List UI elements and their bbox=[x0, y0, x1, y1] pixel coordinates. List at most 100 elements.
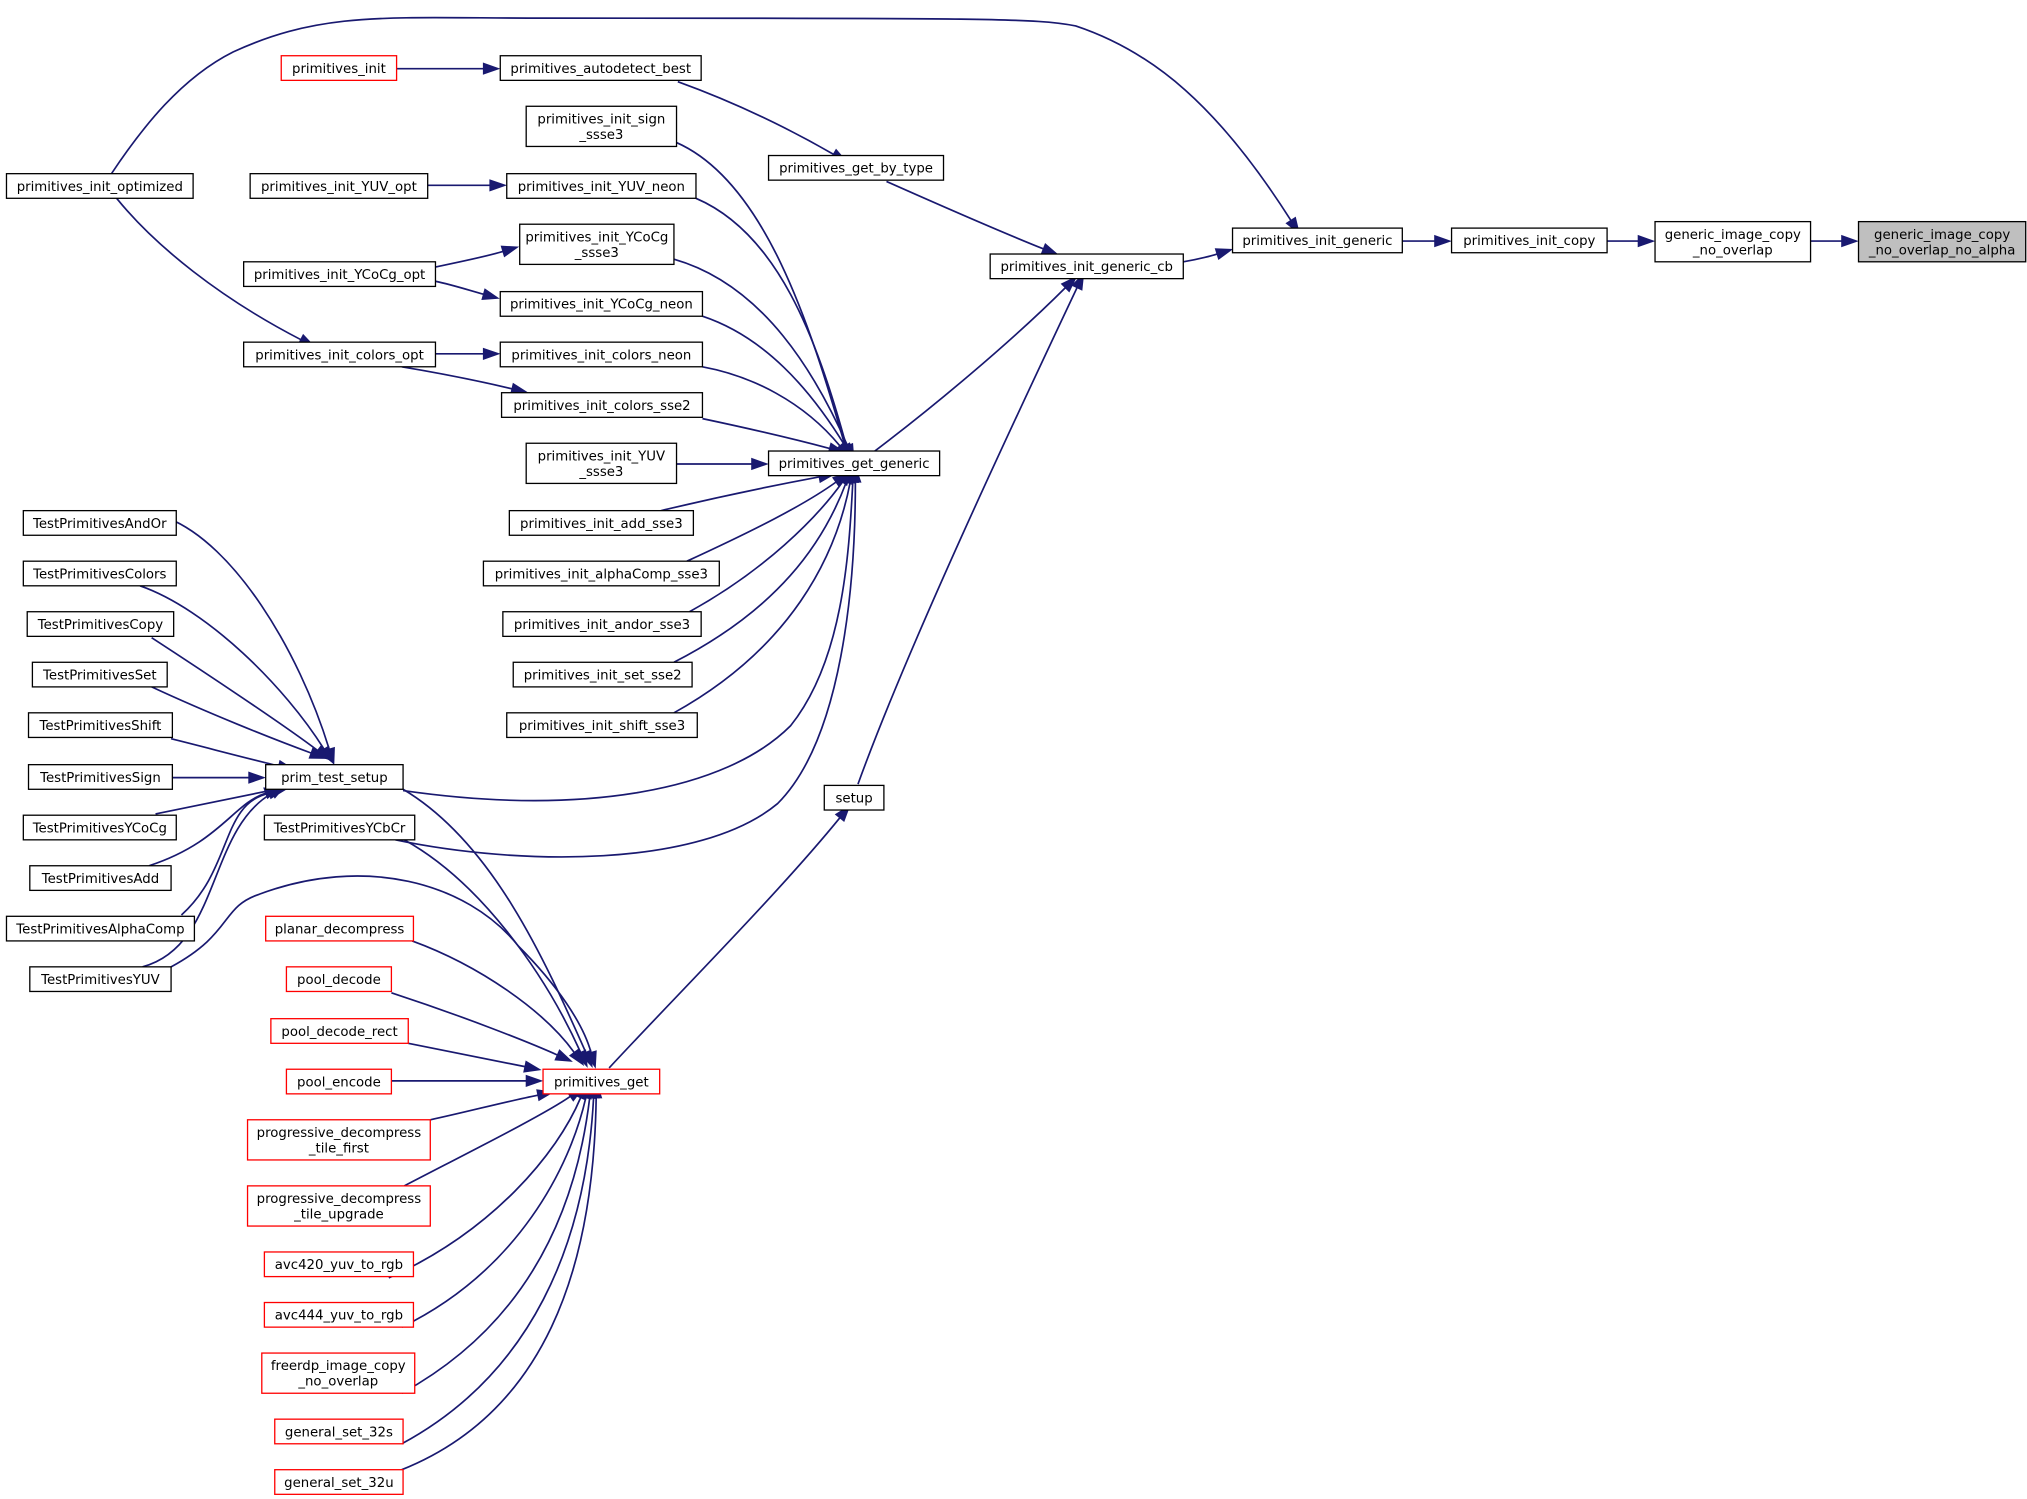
edge-pgg-to-pigcb bbox=[874, 275, 1078, 452]
node-focus[interactable]: generic_image_copy_no_overlap_no_alpha bbox=[1857, 220, 2027, 263]
node-box bbox=[499, 341, 704, 368]
edge-pigcb-to-pig bbox=[1183, 248, 1234, 263]
node-tpandor[interactable]: TestPrimitivesAndOr bbox=[22, 509, 177, 536]
node-progupg[interactable]: progressive_decompress_tile_upgrade bbox=[246, 1185, 431, 1227]
node-label: primitives_get_generic bbox=[779, 457, 930, 472]
node-piyuvopt[interactable]: primitives_init_YUV_opt bbox=[249, 173, 429, 199]
edge-picolorsopt-to-picolorssse2 bbox=[401, 365, 529, 395]
node-picolorsneon[interactable]: primitives_init_colors_neon bbox=[499, 341, 704, 368]
node-avc420[interactable]: avc420_yuv_to_rgb bbox=[263, 1251, 415, 1278]
edge-pishift-to-pgg bbox=[673, 465, 857, 714]
node-piandor[interactable]: primitives_init_andor_sse3 bbox=[502, 611, 702, 638]
node-box bbox=[1231, 227, 1403, 254]
node-label: TestPrimitivesAndOr bbox=[32, 517, 167, 532]
node-label: primitives_init_alphaComp_sse3 bbox=[495, 567, 708, 582]
node-label: general_set_32u bbox=[284, 1476, 394, 1491]
node-tpycbcr[interactable]: TestPrimitivesYCbCr bbox=[263, 814, 416, 841]
node-box bbox=[285, 1068, 393, 1095]
edge-pooldec-to-pget bbox=[391, 991, 573, 1062]
node-pooldecrect[interactable]: pool_decode_rect bbox=[270, 1018, 409, 1044]
node-box bbox=[482, 560, 720, 587]
node-label: planar_decompress bbox=[275, 922, 405, 937]
node-box bbox=[519, 223, 675, 266]
node-pooldec[interactable]: pool_decode bbox=[285, 966, 393, 993]
edge-piyuvopt-to-piyuvneon bbox=[427, 179, 508, 192]
node-gicno[interactable]: generic_image_copy_no_overlap bbox=[1654, 220, 1812, 263]
edge-pgbt-to-pigcb bbox=[886, 180, 1060, 256]
node-pts[interactable]: prim_test_setup bbox=[265, 764, 404, 790]
node-tpcolors[interactable]: TestPrimitivesColors bbox=[22, 560, 177, 587]
node-box bbox=[22, 814, 177, 841]
node-progfirst[interactable]: progressive_decompress_tile_first bbox=[246, 1119, 431, 1161]
node-box bbox=[989, 253, 1184, 280]
node-tpalpha[interactable]: TestPrimitivesAlphaComp bbox=[5, 915, 196, 942]
node-tpshift[interactable]: TestPrimitivesShift bbox=[27, 712, 174, 739]
node-piyuvneon[interactable]: primitives_init_YUV_neon bbox=[506, 173, 697, 199]
node-piyuvssse3[interactable]: primitives_init_YUV_ssse3 bbox=[525, 442, 678, 485]
node-piycocgssse3[interactable]: primitives_init_YCoCg_ssse3 bbox=[519, 223, 675, 266]
node-label: primitives_get bbox=[554, 1075, 649, 1090]
node-box bbox=[280, 55, 398, 82]
edge-planar-to-pget bbox=[411, 940, 585, 1067]
node-label: primitives_init bbox=[292, 62, 386, 77]
node-pishift[interactable]: primitives_init_shift_sse3 bbox=[506, 712, 698, 739]
node-tpcopy[interactable]: TestPrimitivesCopy bbox=[26, 611, 175, 638]
node-box bbox=[506, 712, 698, 739]
edges-layer bbox=[110, 16, 1859, 1471]
node-pialpha[interactable]: primitives_init_alphaComp_sse3 bbox=[482, 560, 720, 587]
node-box bbox=[1857, 220, 2027, 263]
node-label: TestPrimitivesYCoCg bbox=[32, 821, 167, 836]
arrowhead bbox=[525, 1074, 544, 1088]
arrowhead bbox=[482, 62, 501, 75]
node-piycocgneon[interactable]: primitives_init_YCoCg_neon bbox=[499, 290, 704, 317]
node-pig[interactable]: primitives_init_generic bbox=[1231, 227, 1403, 254]
node-box bbox=[5, 915, 196, 942]
node-tpyuv[interactable]: TestPrimitivesYUV bbox=[29, 966, 172, 993]
node-pget[interactable]: primitives_get bbox=[542, 1068, 661, 1095]
node-avc444[interactable]: avc444_yuv_to_rgb bbox=[263, 1301, 415, 1328]
node-freerdp[interactable]: freerdp_image_copy_no_overlap bbox=[261, 1352, 416, 1394]
arrowhead bbox=[523, 1060, 542, 1073]
node-box bbox=[22, 509, 177, 536]
node-piset[interactable]: primitives_init_set_sse2 bbox=[512, 661, 693, 688]
node-pigcb[interactable]: primitives_init_generic_cb bbox=[989, 253, 1184, 280]
node-poolenc[interactable]: pool_encode bbox=[285, 1068, 393, 1095]
node-pic[interactable]: primitives_init_copy bbox=[1450, 227, 1608, 254]
node-tpadd[interactable]: TestPrimitivesAdd bbox=[29, 865, 172, 892]
node-box bbox=[22, 560, 177, 587]
node-pi[interactable]: primitives_init bbox=[280, 55, 398, 82]
node-pisign[interactable]: primitives_init_sign_ssse3 bbox=[525, 105, 678, 148]
node-planar[interactable]: planar_decompress bbox=[265, 915, 415, 942]
node-pab[interactable]: primitives_autodetect_best bbox=[499, 55, 702, 82]
node-tpset[interactable]: TestPrimitivesSet bbox=[31, 661, 168, 688]
node-box bbox=[506, 173, 697, 199]
edge-pooldecrect-to-pget bbox=[408, 1042, 542, 1073]
node-gs32s[interactable]: general_set_32s bbox=[274, 1418, 404, 1445]
node-setup[interactable]: setup bbox=[823, 784, 885, 811]
edge-pts-to-pget bbox=[402, 788, 593, 1068]
edge-pi-to-pab bbox=[396, 62, 501, 75]
node-tpsign[interactable]: TestPrimitivesSign bbox=[27, 764, 174, 790]
node-picolorssse2[interactable]: primitives_init_colors_sse2 bbox=[500, 392, 704, 418]
node-pgbt[interactable]: primitives_get_by_type bbox=[767, 154, 945, 181]
node-label: primitives_init_copy bbox=[1463, 234, 1595, 249]
node-label: _no_overlap bbox=[1692, 243, 1773, 258]
node-picolorsopt[interactable]: primitives_init_colors_opt bbox=[243, 341, 437, 368]
node-tpycocg[interactable]: TestPrimitivesYCoCg bbox=[22, 814, 177, 841]
edge-pio-to-pig bbox=[110, 16, 1301, 235]
node-piadd[interactable]: primitives_init_add_sse3 bbox=[508, 509, 695, 536]
node-piycocgopt[interactable]: primitives_init_YCoCg_opt bbox=[243, 261, 437, 288]
arrowhead bbox=[1841, 234, 1859, 248]
node-pgg[interactable]: primitives_get_generic bbox=[767, 450, 941, 477]
node-box bbox=[27, 764, 174, 790]
node-label: TestPrimitivesAlphaComp bbox=[15, 922, 184, 937]
node-gs32u[interactable]: general_set_32u bbox=[274, 1469, 404, 1495]
arrowhead bbox=[1637, 234, 1656, 248]
node-label: progressive_decompress bbox=[257, 1126, 422, 1141]
node-label: primitives_init_colors_sse2 bbox=[513, 399, 690, 414]
arrowhead bbox=[568, 1048, 585, 1067]
node-box bbox=[525, 442, 678, 485]
node-pio[interactable]: primitives_init_optimized bbox=[5, 173, 194, 199]
arrowhead bbox=[554, 1049, 573, 1062]
